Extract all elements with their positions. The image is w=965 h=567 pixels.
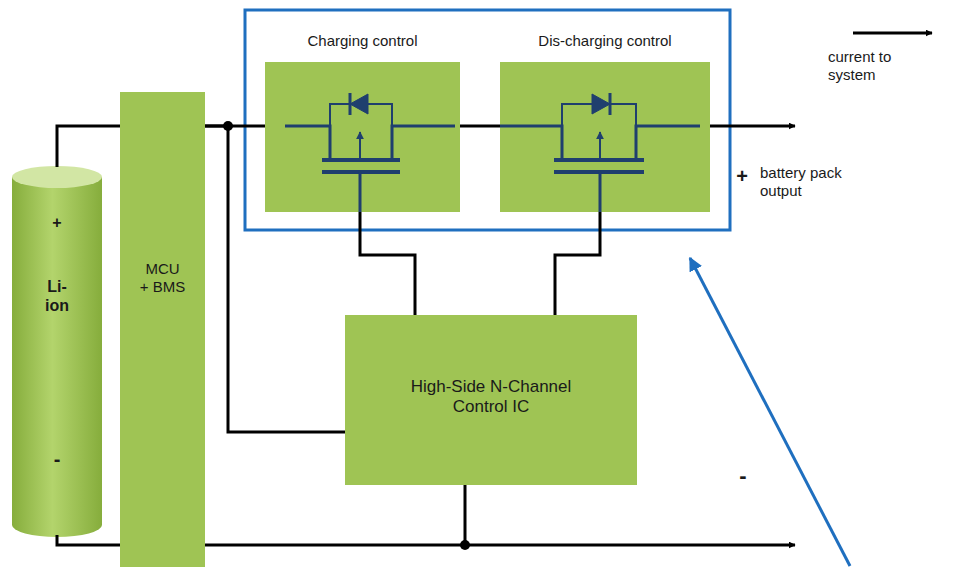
- wire: [360, 212, 415, 315]
- box-label: High-Side N-Channel Control IC: [391, 377, 591, 418]
- wire: [57, 535, 120, 545]
- wire: [205, 126, 345, 432]
- wire: [57, 126, 120, 167]
- wire: [205, 125, 265, 128]
- current-arrow: [853, 32, 932, 35]
- box-heading: Charging control: [265, 32, 460, 50]
- junction-dot: [460, 540, 470, 550]
- box-label: +: [12, 213, 102, 232]
- box-label: MCU + BMS: [139, 260, 186, 296]
- flow-label: current to system: [828, 48, 928, 84]
- mcu-bms-box: MCU + BMS: [120, 92, 205, 567]
- polarity-sign: +: [732, 164, 752, 188]
- wire: [460, 125, 500, 128]
- battery-cell: + Li- ion -: [12, 165, 102, 537]
- wire: [555, 212, 600, 315]
- output-label: battery pack output: [760, 164, 860, 200]
- junction-dot: [223, 121, 233, 131]
- switch-box: Charging control: [265, 62, 460, 212]
- box-label: -: [12, 447, 102, 471]
- polarity-sign: -: [733, 463, 753, 489]
- output-minus-wire: [465, 544, 795, 547]
- cylinder-top: [12, 166, 102, 188]
- wire: [205, 485, 465, 545]
- control-ic-box: High-Side N-Channel Control IC: [345, 315, 637, 485]
- leader-arrow: [690, 258, 850, 566]
- switch-group-outline: [245, 10, 730, 230]
- cylinder-body: [12, 177, 102, 537]
- box-label: Li- ion: [39, 277, 75, 315]
- output-plus-wire: [710, 125, 795, 128]
- mosfet-symbol: [500, 93, 700, 212]
- switch-box: Dis-charging control: [500, 62, 710, 212]
- box-heading: Dis-charging control: [500, 32, 710, 50]
- mosfet-symbol: [285, 93, 455, 212]
